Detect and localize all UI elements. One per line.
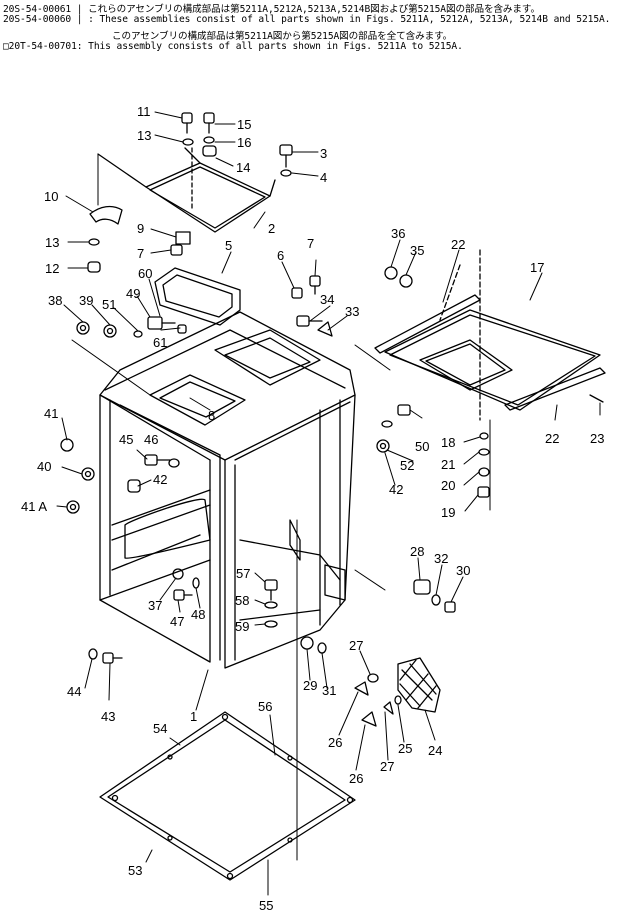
callout-7a: 7 bbox=[137, 246, 144, 261]
roof-panel bbox=[374, 249, 606, 421]
floor-mat bbox=[99, 711, 356, 881]
callout-37: 37 bbox=[148, 598, 162, 613]
callout-50: 50 bbox=[415, 439, 429, 454]
callout-28: 28 bbox=[410, 544, 424, 559]
callout-39: 39 bbox=[79, 293, 93, 308]
callout-48: 48 bbox=[191, 607, 205, 622]
note-japanese-2: このアセンブリの構成部品は第5211A図から第5215A図の部品を全て含みます。 bbox=[112, 31, 453, 42]
callout-20: 20 bbox=[441, 478, 455, 493]
callout-18: 18 bbox=[441, 435, 455, 450]
callout-51: 51 bbox=[102, 297, 116, 312]
leader-lines bbox=[56, 111, 601, 896]
bracket-part bbox=[89, 205, 123, 225]
callout-9: 9 bbox=[137, 221, 144, 236]
note-japanese-1: これらのアセンブリの構成部品は第5211A,5212A,5213A,5214B図… bbox=[88, 4, 540, 15]
callout-33: 33 bbox=[345, 304, 359, 319]
hardware-parts bbox=[60, 266, 604, 727]
callout-17: 17 bbox=[530, 260, 544, 275]
callout-labels: 11 13 15 16 14 3 4 10 2 13 12 9 7 5 6 7 … bbox=[21, 104, 604, 913]
callout-60: 60 bbox=[138, 266, 152, 281]
callout-13b: 13 bbox=[45, 235, 59, 250]
callout-40: 40 bbox=[37, 459, 51, 474]
callout-24: 24 bbox=[428, 743, 442, 758]
callout-58: 58 bbox=[235, 593, 249, 608]
callout-22b: 22 bbox=[545, 431, 559, 446]
callout-41: 41 bbox=[44, 406, 58, 421]
callout-16: 16 bbox=[237, 135, 251, 150]
callout-43: 43 bbox=[101, 709, 115, 724]
callout-49: 49 bbox=[126, 286, 140, 301]
callout-26b: 26 bbox=[349, 771, 363, 786]
header-line-3: このアセンブリの構成部品は第5211A図から第5215A図の部品を全て含みます。 bbox=[112, 28, 452, 42]
header-line-2: 20S-54-00060 | : These assemblies consis… bbox=[3, 14, 611, 25]
part-number-00701: □20T-54-00701 bbox=[3, 41, 77, 52]
roof-cover-plate bbox=[97, 147, 276, 233]
callout-30: 30 bbox=[456, 563, 470, 578]
storage-net bbox=[397, 657, 441, 713]
callout-57: 57 bbox=[236, 566, 250, 581]
callout-21: 21 bbox=[441, 457, 455, 472]
callout-35: 35 bbox=[410, 243, 424, 258]
note-english-1: : These assemblies consist of all parts … bbox=[88, 14, 611, 25]
callout-19: 19 bbox=[441, 505, 455, 520]
callout-15: 15 bbox=[237, 117, 251, 132]
callout-27b: 27 bbox=[380, 759, 394, 774]
callout-10: 10 bbox=[44, 189, 58, 204]
callout-46: 46 bbox=[144, 432, 158, 447]
callout-42b: 42 bbox=[389, 482, 403, 497]
header-line-4: □20T-54-00701: This assembly consists of… bbox=[3, 41, 463, 52]
callout-44: 44 bbox=[67, 684, 81, 699]
callout-4: 4 bbox=[320, 170, 327, 185]
callout-53: 53 bbox=[128, 863, 142, 878]
part-number-00061: 20S-54-00061 bbox=[3, 4, 72, 15]
callout-61: 61 bbox=[153, 335, 167, 350]
callout-5: 5 bbox=[225, 238, 232, 253]
callout-27a: 27 bbox=[349, 638, 363, 653]
callout-36: 36 bbox=[391, 226, 405, 241]
part-number-00060: 20S-54-00060 bbox=[3, 14, 72, 25]
callout-11: 11 bbox=[137, 104, 151, 119]
callout-26a: 26 bbox=[328, 735, 342, 750]
callout-29: 29 bbox=[303, 678, 317, 693]
callout-6: 6 bbox=[277, 248, 284, 263]
callout-23: 23 bbox=[590, 431, 604, 446]
callout-45: 45 bbox=[119, 432, 133, 447]
header-line-1: 20S-54-00061 | これらのアセンブリの構成部品は第5211A,521… bbox=[3, 4, 540, 15]
callout-47: 47 bbox=[170, 614, 184, 629]
callout-31: 31 bbox=[322, 683, 336, 698]
callout-25: 25 bbox=[398, 741, 412, 756]
callout-42a: 42 bbox=[153, 472, 167, 487]
callout-52: 52 bbox=[400, 458, 414, 473]
window-frame bbox=[154, 267, 241, 326]
callout-14: 14 bbox=[236, 160, 250, 175]
callout-8: 8 bbox=[208, 408, 215, 423]
callout-22a: 22 bbox=[451, 237, 465, 252]
callout-3: 3 bbox=[320, 146, 327, 161]
note-english-2: : This assembly consists of all parts sh… bbox=[76, 41, 463, 52]
header-notes: 20S-54-00061 | これらのアセンブリの構成部品は第5211A,521… bbox=[0, 0, 627, 60]
cab-frame bbox=[99, 311, 356, 669]
callout-38: 38 bbox=[48, 293, 62, 308]
callout-2: 2 bbox=[268, 221, 275, 236]
callout-7b: 7 bbox=[307, 236, 314, 251]
callout-13: 13 bbox=[137, 128, 151, 143]
callout-34: 34 bbox=[320, 292, 334, 307]
callout-54: 54 bbox=[153, 721, 167, 736]
callout-32: 32 bbox=[434, 551, 448, 566]
callout-1: 1 bbox=[190, 709, 197, 724]
callout-55: 55 bbox=[259, 898, 273, 913]
callout-41a: 41 A bbox=[21, 499, 47, 514]
callout-12: 12 bbox=[45, 261, 59, 276]
callout-59: 59 bbox=[235, 619, 249, 634]
callout-56: 56 bbox=[258, 699, 272, 714]
